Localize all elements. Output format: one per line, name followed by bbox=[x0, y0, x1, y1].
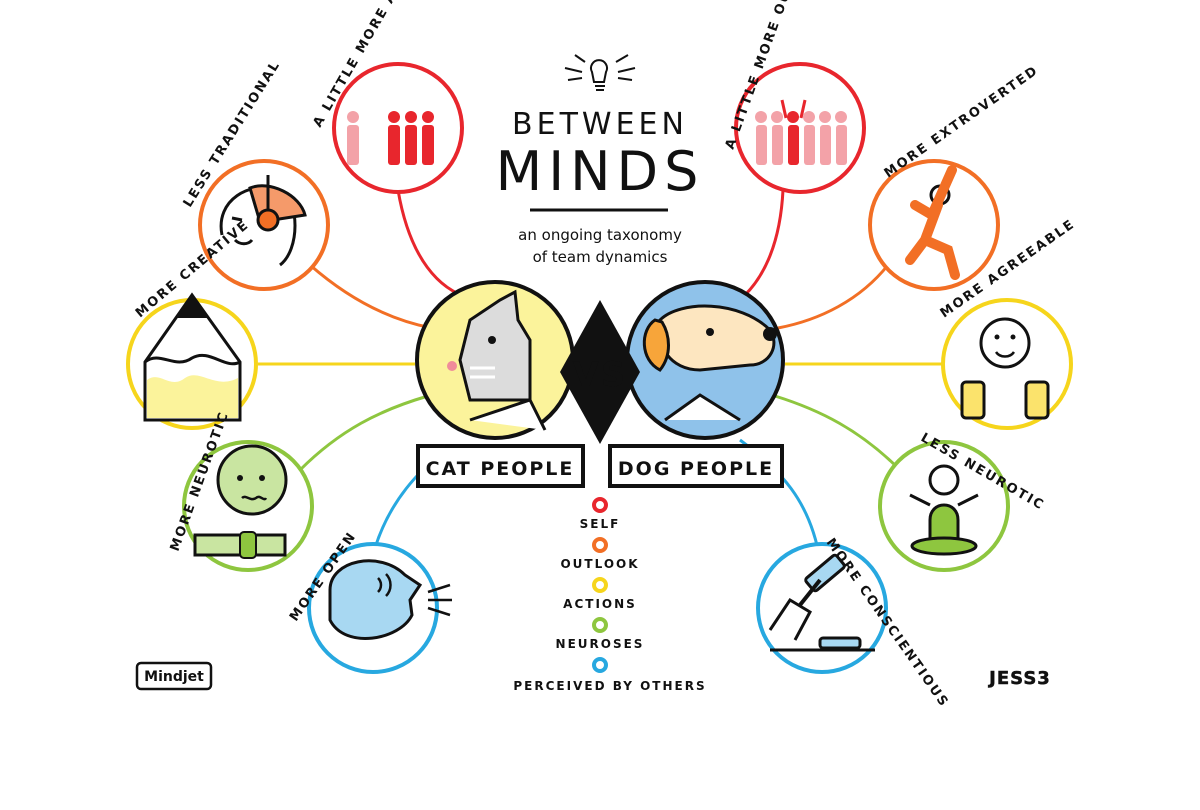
mindjet-logo: Mindjet bbox=[135, 661, 213, 691]
legend-label-outlook: OUTLOOK bbox=[560, 557, 639, 571]
trait-neurotic: MORE NEUROTIC bbox=[168, 409, 314, 572]
legend-item-neuroses: NEUROSES bbox=[556, 617, 645, 651]
connector-extroverted bbox=[777, 264, 890, 330]
outgoing-people-icon bbox=[755, 99, 847, 165]
connector-traditional bbox=[309, 263, 433, 330]
pencil-icon bbox=[143, 292, 242, 422]
connector-neurotic bbox=[298, 394, 429, 472]
legend-label-actions: ACTIONS bbox=[563, 597, 637, 611]
legend-item-self: SELF bbox=[580, 497, 621, 531]
trait-aloof: A LITTLE MORE ALOOF bbox=[310, 0, 464, 194]
vs-label: VS bbox=[573, 355, 628, 395]
cat-people-box: CAT PEOPLE bbox=[416, 444, 585, 488]
title-block: BETWEEN MINDS an ongoing taxonomy of tea… bbox=[496, 54, 705, 266]
vs-diamond: VS bbox=[560, 300, 640, 444]
dog-face-icon bbox=[642, 304, 777, 422]
thumbs-up-face-icon bbox=[960, 317, 1050, 420]
dog-circle bbox=[625, 280, 785, 440]
title-line2: MINDS bbox=[496, 140, 705, 203]
cat-face-icon bbox=[447, 289, 547, 431]
meditating-person-icon bbox=[909, 464, 979, 556]
connector-less-neurotic bbox=[774, 394, 902, 472]
jess3-logo-text: JESS3 bbox=[987, 668, 1051, 689]
legend: SELF OUTLOOK ACTIONS NEUROSES PERCEIVED … bbox=[513, 497, 706, 693]
lightbulb-icon bbox=[564, 54, 636, 91]
dog-people-box: DOG PEOPLE bbox=[608, 444, 784, 488]
trait-less-neurotic: LESS NEUROTIC bbox=[878, 430, 1047, 572]
talking-head-icon bbox=[328, 559, 452, 640]
legend-item-outlook: OUTLOOK bbox=[560, 537, 639, 571]
legend-item-actions: ACTIONS bbox=[563, 577, 637, 611]
connector-aloof bbox=[396, 189, 471, 300]
aloof-people-icon bbox=[347, 111, 434, 165]
headphones-person-icon bbox=[219, 175, 307, 267]
dog-people-label: DOG PEOPLE bbox=[618, 458, 774, 480]
trait-extroverted-label: MORE EXTROVERTED bbox=[882, 63, 1042, 181]
trait-outgoing: A LITTLE MORE OUTGOING bbox=[723, 0, 866, 194]
worried-watch-icon bbox=[193, 444, 288, 559]
legend-item-perceived: PERCEIVED BY OTHERS bbox=[513, 657, 706, 693]
jess3-logo: JESS3 bbox=[987, 668, 1051, 690]
title-line1: BETWEEN bbox=[512, 107, 688, 142]
connector-outgoing bbox=[743, 189, 785, 297]
subtitle-line1: an ongoing taxonomy bbox=[518, 226, 682, 244]
cat-circle bbox=[415, 280, 575, 440]
cat-people-label: CAT PEOPLE bbox=[426, 458, 575, 480]
legend-label-self: SELF bbox=[580, 517, 621, 531]
jumping-person-icon bbox=[905, 165, 960, 280]
gavel-icon bbox=[768, 553, 875, 652]
legend-label-neuroses: NEUROSES bbox=[556, 637, 645, 651]
trait-open: MORE OPEN bbox=[287, 529, 452, 674]
legend-label-perceived: PERCEIVED BY OTHERS bbox=[513, 679, 706, 693]
subtitle-line2: of team dynamics bbox=[533, 248, 668, 266]
mindjet-logo-text: Mindjet bbox=[144, 669, 204, 685]
